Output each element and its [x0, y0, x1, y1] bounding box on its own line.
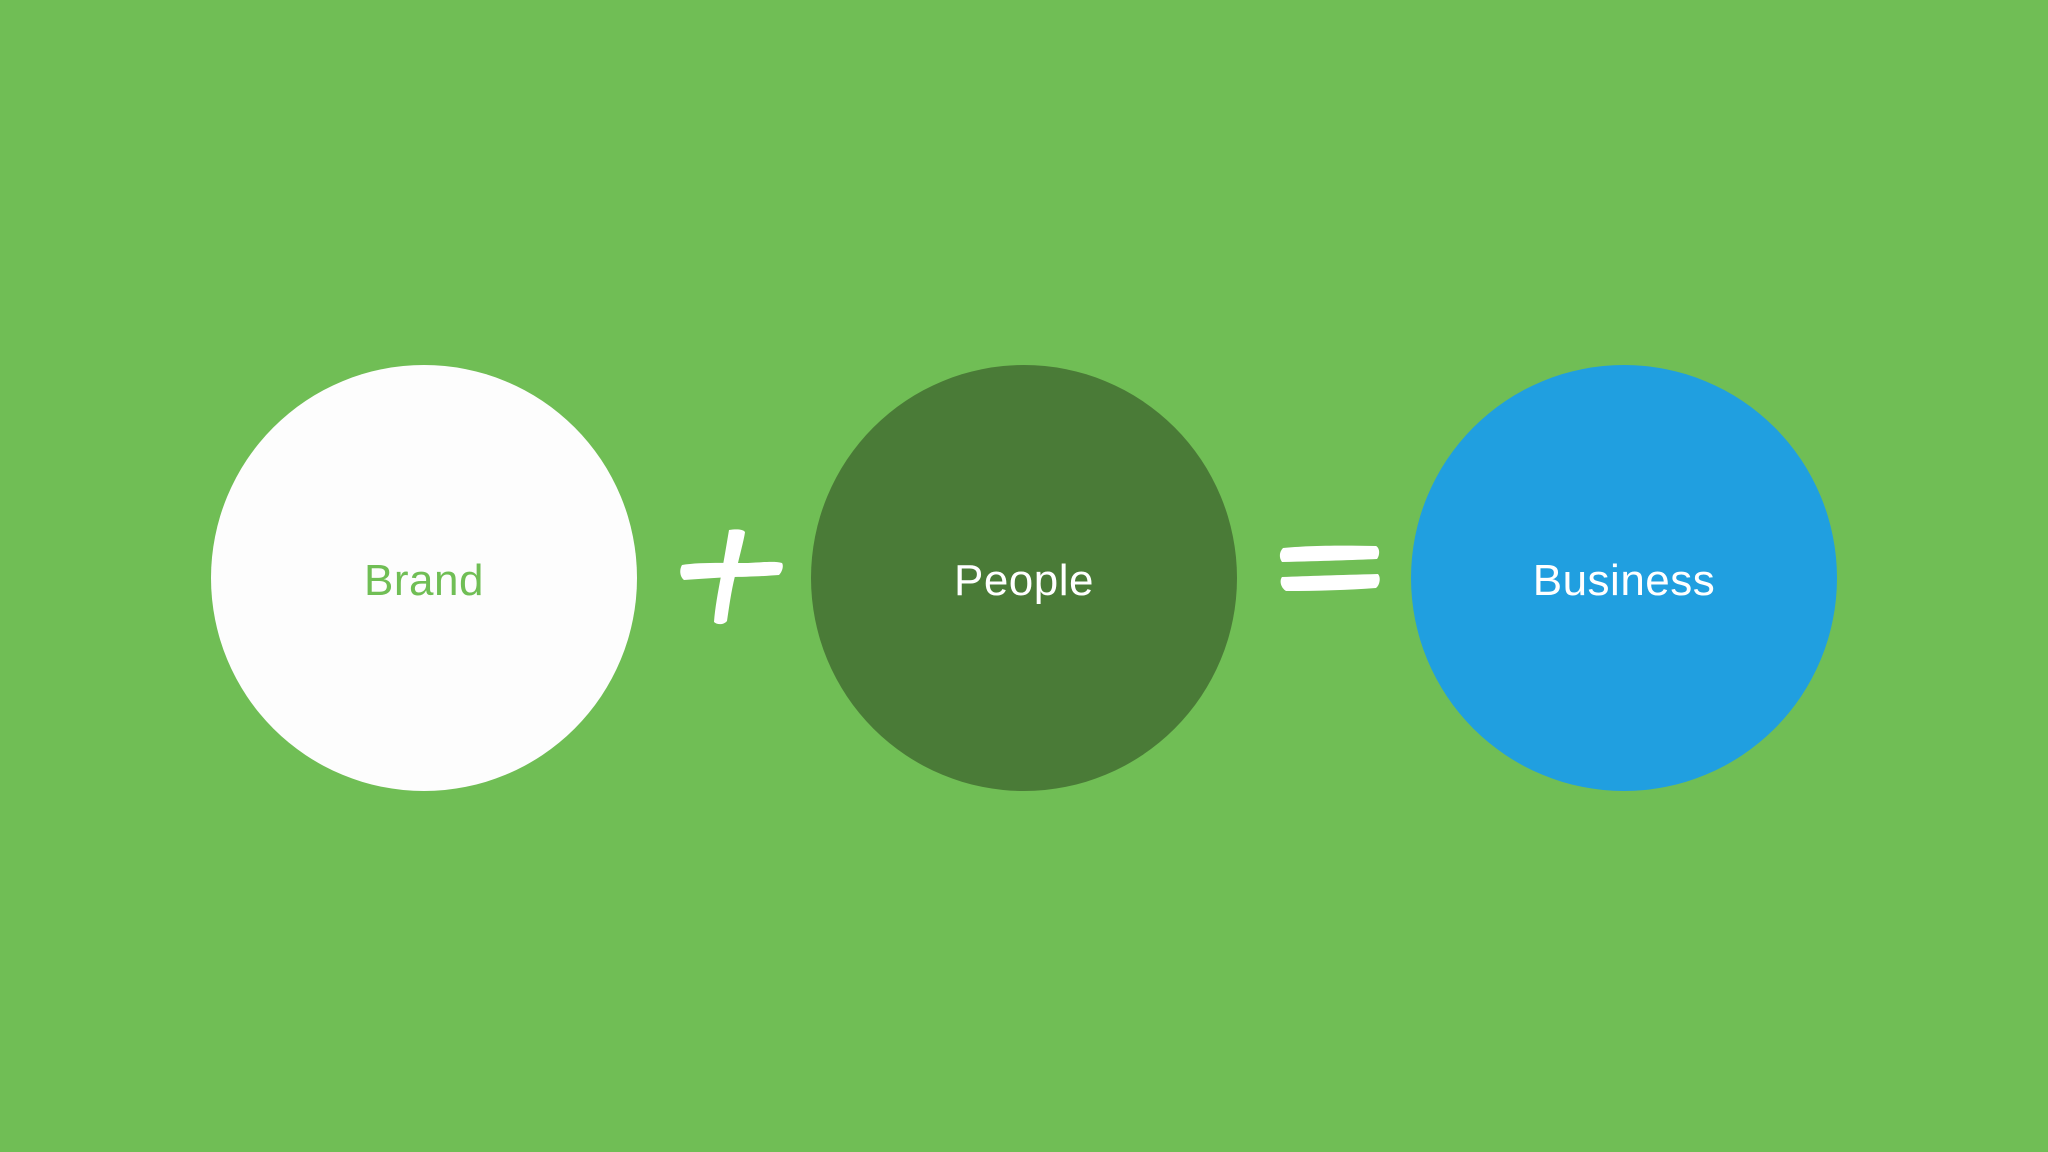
business-circle: Business: [1411, 365, 1837, 791]
people-label: People: [953, 556, 1094, 605]
brand-label: Brand: [364, 556, 484, 605]
business-label: Business: [1532, 556, 1716, 605]
equals-icon: [1279, 545, 1380, 591]
brand-circle: Brand: [211, 365, 637, 791]
plus-icon: [680, 529, 783, 625]
people-circle: People: [811, 365, 1237, 791]
